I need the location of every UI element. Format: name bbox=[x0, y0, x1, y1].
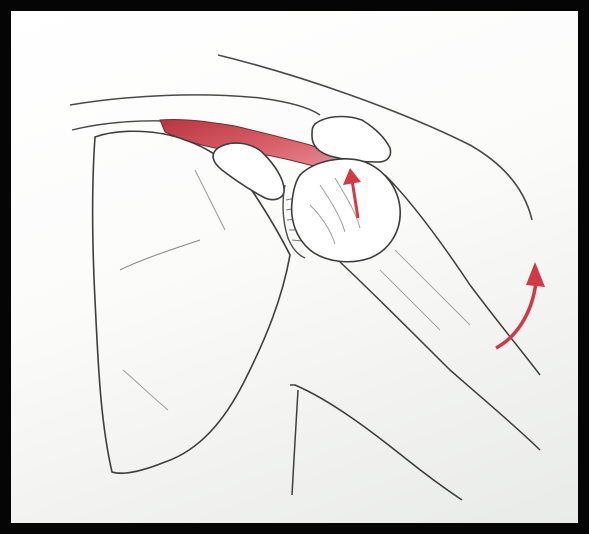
abduction-arrow-head bbox=[526, 262, 545, 287]
humeral-head bbox=[292, 159, 401, 262]
scapula-inner-line-1 bbox=[120, 240, 200, 270]
torso-left-edge bbox=[292, 390, 298, 495]
illustration-paper bbox=[11, 11, 578, 523]
scapula-inner-line-2 bbox=[123, 370, 168, 410]
abduction-arrow-shaft bbox=[496, 282, 536, 348]
clavicle bbox=[70, 95, 320, 115]
torso-outline bbox=[290, 385, 462, 500]
humerus-texture bbox=[380, 250, 470, 330]
humerus-lower-edge bbox=[340, 262, 540, 450]
humerus-upper-edge bbox=[385, 175, 540, 375]
shoulder-illustration bbox=[11, 11, 578, 523]
clavicle-lower-edge bbox=[72, 121, 165, 130]
scapula-inner-line-3 bbox=[195, 170, 225, 230]
